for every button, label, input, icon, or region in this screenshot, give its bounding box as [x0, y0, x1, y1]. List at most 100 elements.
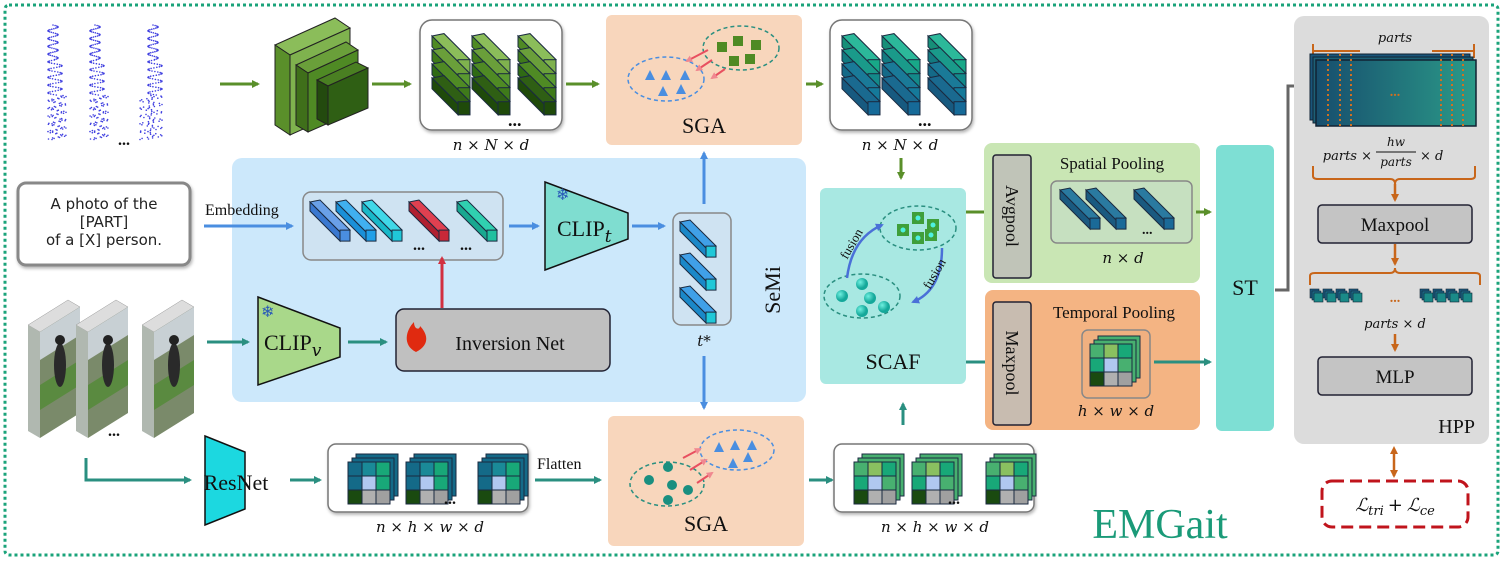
t-star-label: t* — [697, 332, 711, 350]
ellipsis: ... — [413, 237, 425, 254]
rgb-ellipsis: ... — [108, 423, 120, 440]
flatten-label: Flatten — [537, 456, 581, 473]
spatial-pooling-module: Avgpool Spatial Pooling ... n × d — [984, 143, 1200, 283]
point-feature-box: ... — [419, 19, 563, 131]
prompt-line-2: [PART] — [80, 213, 129, 231]
loss-term1-sub: tri — [1368, 504, 1384, 519]
sga-top-label: SGA — [682, 113, 726, 138]
hpp-label: HPP — [1438, 416, 1475, 438]
loss-plus: + — [1388, 495, 1403, 516]
parts-d-dim: parts × d — [1364, 317, 1426, 332]
snowflake-icon: ❄ — [556, 187, 569, 204]
rgb-feature-dim: n × h × w × d — [376, 518, 484, 536]
parts-label: parts — [1378, 31, 1413, 46]
point-cloud-person-icon — [47, 24, 67, 141]
rgb-feature-out-box: ... — [833, 443, 1037, 513]
point-backbone-icon — [273, 17, 370, 136]
avgpool-bar — [992, 154, 1032, 279]
sga-bottom-label: SGA — [684, 511, 728, 536]
feature-bar — [880, 75, 922, 117]
clip-text-encoder: ❄ CLIPt — [544, 180, 629, 272]
clip-v-label: CLIP — [264, 330, 312, 355]
part-feature-cube — [1458, 288, 1473, 303]
spatial-pooling-title: Spatial Pooling — [1060, 154, 1165, 173]
rgb-feature-out-dim: n × h × w × d — [881, 518, 989, 536]
t-star-bar — [678, 252, 718, 292]
ellipsis: ... — [444, 491, 456, 508]
point-feature-out-dim: n × N × d — [862, 136, 939, 154]
point-feature-out-box: ... — [829, 19, 973, 131]
pooled-bar — [1058, 187, 1102, 231]
clip-visual-encoder: ❄ CLIPv — [257, 295, 341, 387]
parts-split-den: parts — [1380, 155, 1412, 169]
feature-bar — [430, 75, 472, 117]
avgpool-label: Avgpool — [1002, 185, 1022, 247]
ellipsis: ... — [1390, 291, 1401, 306]
spatial-out-dim: n × d — [1102, 249, 1143, 267]
svg-text:CLIPt: CLIPt — [557, 216, 612, 247]
grid-feature-icon — [405, 453, 457, 505]
grid-feature-icon — [985, 453, 1037, 505]
prompt-line-3: of a [X] person. — [46, 231, 162, 249]
part-feature-cube — [1335, 288, 1350, 303]
ellipsis: ... — [1142, 223, 1153, 238]
point-cloud-person-icon — [139, 24, 163, 141]
temporal-pooling-title: Temporal Pooling — [1053, 303, 1176, 322]
token-bar — [308, 199, 352, 243]
arrow-rgb-to-resnet — [84, 458, 192, 484]
parts-split-suffix: × d — [1420, 149, 1443, 164]
svg-text:ℒtri+ℒce: ℒtri+ℒce — [1355, 495, 1435, 519]
clip-v-sub: v — [312, 341, 322, 361]
sga-bottom-module: SGA — [608, 416, 804, 546]
loss-term1: ℒ — [1355, 495, 1369, 516]
token-bar — [455, 199, 499, 243]
token-bar — [334, 199, 378, 243]
rgb-frame-icon — [75, 299, 129, 438]
pooled-bar — [1084, 187, 1128, 231]
grid-feature-icon — [347, 453, 399, 505]
scaf-label: SCAF — [865, 349, 920, 374]
token-bar — [360, 199, 404, 243]
part-feature-cube — [1419, 288, 1434, 303]
scaf-module: fusion fusion SCAF — [820, 188, 966, 384]
feature-bar — [516, 75, 558, 117]
sga-top-module: SGA — [606, 15, 802, 145]
point-cloud-ellipsis: ... — [118, 132, 130, 149]
st-module: ST — [1216, 145, 1274, 431]
loss-term2: ℒ — [1407, 495, 1421, 516]
feature-bar — [926, 75, 968, 117]
loss-box: ℒtri+ℒce — [1320, 479, 1470, 529]
parts-split-num: hw — [1387, 135, 1406, 149]
t-star-bar — [678, 285, 718, 325]
resnet-label: ResNet — [204, 470, 269, 495]
mlp-box — [1317, 356, 1473, 396]
prompt-line-1: A photo of the — [51, 195, 158, 213]
ellipsis: ... — [460, 237, 472, 254]
point-cloud-person-icon — [89, 24, 109, 141]
token-embedding-box: ... ... — [302, 191, 504, 261]
part-feature-cube — [1445, 288, 1460, 303]
prompt-box: A photo of the [PART] of a [X] person. — [16, 181, 192, 267]
st-label: ST — [1232, 275, 1258, 300]
temporal-out-dim: h × w × d — [1078, 402, 1154, 420]
grid-feature-icon — [853, 453, 905, 505]
ellipsis: ... — [918, 110, 932, 130]
hpp-module: parts ... parts × hw parts × d Maxpool .… — [1294, 16, 1489, 444]
hpp-maxpool-label: Maxpool — [1361, 215, 1430, 236]
learnable-token-bar — [407, 199, 451, 243]
pooled-bar — [1132, 187, 1176, 231]
rgb-frame-icon — [27, 299, 81, 438]
t-star-bar — [678, 219, 718, 259]
maxpool-bar — [992, 301, 1032, 426]
point-feature-dim: n × N × d — [453, 136, 530, 154]
rgb-feature-box: ... — [327, 443, 529, 513]
model-title: EMGait — [1092, 502, 1228, 548]
inversion-net-label: Inversion Net — [455, 333, 565, 355]
semi-label: SeMi — [760, 266, 785, 314]
grid-feature-icon — [911, 453, 963, 505]
svg-text:CLIPv: CLIPv — [264, 330, 322, 361]
embedding-label: Embedding — [205, 202, 279, 219]
grid-feature-icon — [477, 453, 529, 505]
grid-feature-icon — [1089, 335, 1141, 387]
